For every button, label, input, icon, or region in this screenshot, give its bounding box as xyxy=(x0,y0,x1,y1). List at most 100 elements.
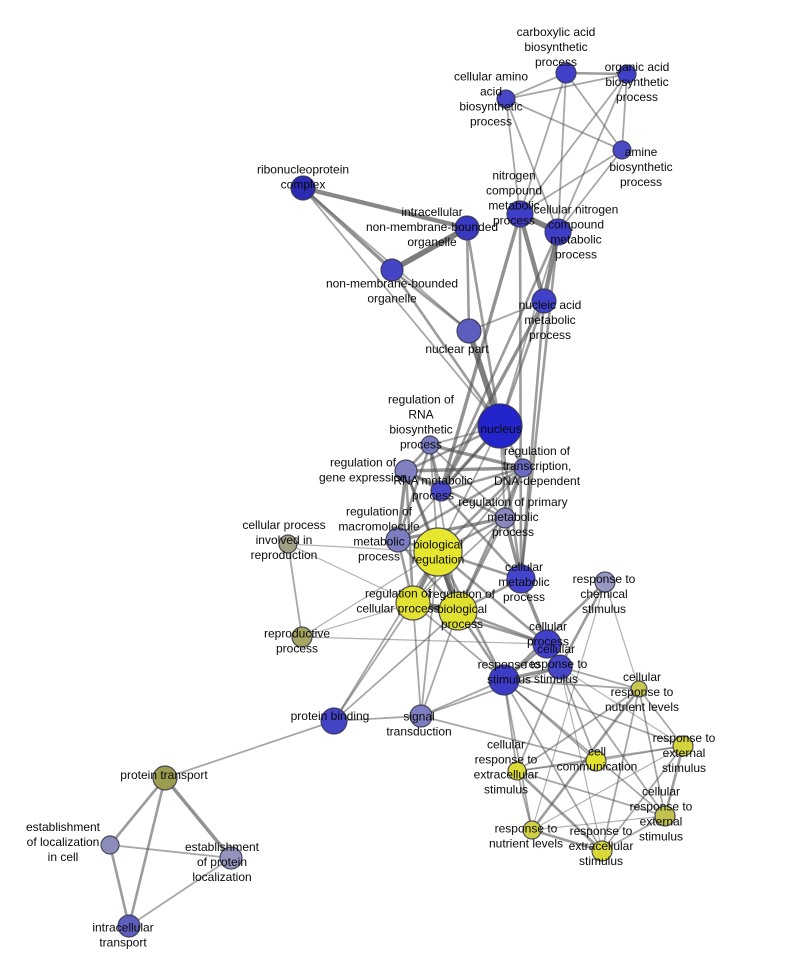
graph-edge-pb-pt xyxy=(164,720,335,779)
graph-node-caa[interactable] xyxy=(496,89,516,109)
graph-edge-cncm-rnam xyxy=(439,230,560,493)
graph-edge-ab-cncm xyxy=(557,149,623,233)
graph-edge-rcp-cp xyxy=(411,601,549,646)
graph-node-cncm[interactable] xyxy=(544,218,572,246)
graph-edge-caa-ncm xyxy=(505,98,521,215)
graph-edge-rtnl-rtecs xyxy=(530,828,604,853)
graph-node-rrb[interactable] xyxy=(420,435,440,455)
graph-edge-nmo-np xyxy=(390,268,471,333)
graph-edge-pt-it xyxy=(127,776,167,928)
graph-node-ncm[interactable] xyxy=(506,200,534,228)
graph-edge-cmp-rnam xyxy=(439,489,523,581)
graph-node-nmo[interactable] xyxy=(380,258,404,282)
graph-edge-crts-st xyxy=(420,666,561,717)
graph-edge-crts-rtecs xyxy=(559,666,603,852)
graph-node-rbp[interactable] xyxy=(438,591,478,631)
graph-node-rcs[interactable] xyxy=(594,571,616,593)
graph-edge-rtnl-rtes xyxy=(531,745,684,831)
graph-edge-rge-rpm xyxy=(404,469,507,520)
graph-node-crtes[interactable] xyxy=(654,805,676,827)
graph-edge-ncm-nam xyxy=(517,211,547,304)
graph-node-crnl[interactable] xyxy=(630,680,648,698)
graph-node-nam[interactable] xyxy=(531,288,557,314)
graph-edge-caa-ab xyxy=(505,98,623,151)
graph-edge-epl-it xyxy=(128,857,232,927)
graph-node-rnam[interactable] xyxy=(430,480,452,502)
graph-edge-crtecs-crtes xyxy=(516,770,666,817)
graph-node-epl[interactable] xyxy=(219,846,243,870)
graph-node-rtnl[interactable] xyxy=(522,820,542,840)
graph-node-rpm[interactable] xyxy=(494,507,516,529)
graph-node-pb[interactable] xyxy=(320,707,348,735)
graph-node-crts[interactable] xyxy=(547,654,573,680)
graph-edge-cab-cncm xyxy=(557,72,567,233)
graph-node-st[interactable] xyxy=(409,704,433,728)
graph-edge-rcp-pb xyxy=(333,602,414,722)
graph-edge-oab-ncm xyxy=(519,73,628,215)
graph-edge-rtecs-rtes xyxy=(601,745,684,852)
graph-edge-rp-br xyxy=(301,551,439,638)
graph-edge-inmo-nuc xyxy=(465,226,502,428)
graph-node-np[interactable] xyxy=(456,318,482,344)
graph-edge-rts-rcs xyxy=(502,580,607,682)
graph-edge-nam-cmp xyxy=(519,299,546,581)
graph-node-br[interactable] xyxy=(413,527,463,577)
graph-edge-inmo-np xyxy=(465,226,471,333)
graph-edge-rbp-pb xyxy=(333,610,459,722)
graph-edge-inmo-nmo xyxy=(389,225,470,273)
graph-edge-rcs-crnl xyxy=(604,581,640,690)
graph-edge-cab-ncm xyxy=(519,72,567,215)
graph-node-cab[interactable] xyxy=(555,62,577,84)
graph-edge-rp-rcp xyxy=(301,602,414,638)
graph-node-rp[interactable] xyxy=(291,626,313,648)
graph-edge-crnl-rtnl xyxy=(530,687,641,832)
graph-edge-cc-st xyxy=(420,715,597,762)
edge-layer xyxy=(108,71,685,928)
graph-edge-crts-crnl xyxy=(559,666,640,690)
graph-edge-crts-rtes xyxy=(559,666,684,747)
graph-edge-br-pb xyxy=(333,551,439,722)
graph-node-ab[interactable] xyxy=(612,140,632,160)
graph-edge-br-st xyxy=(420,551,439,717)
graph-node-rge[interactable] xyxy=(394,459,418,483)
graph-edge-crnl-rtecs xyxy=(601,688,640,852)
graph-node-rtd[interactable] xyxy=(513,458,533,478)
graph-node-rtes[interactable] xyxy=(672,735,694,757)
graph-edge-rtnl-crtes xyxy=(531,815,666,831)
graph-edge-crnl-rtes xyxy=(638,688,684,747)
graph-edge-rtd-rmm xyxy=(396,466,525,542)
graph-edge-cc-rtes xyxy=(595,745,684,762)
graph-node-cp[interactable] xyxy=(532,629,562,659)
graph-node-inmo[interactable] xyxy=(454,215,480,241)
graph-node-cmp[interactable] xyxy=(506,564,536,594)
graph-node-crtecs[interactable] xyxy=(507,761,527,781)
graph-edge-rtd-rnam xyxy=(439,466,525,493)
graph-node-pt[interactable] xyxy=(152,765,178,791)
graph-edge-crts-cc xyxy=(559,666,597,762)
graph-edge-cncm-cmp xyxy=(519,230,560,581)
graph-node-cc[interactable] xyxy=(585,750,607,772)
graph-node-oab[interactable] xyxy=(617,64,637,84)
graph-node-nuc[interactable] xyxy=(477,403,523,449)
graph-node-elc[interactable] xyxy=(100,835,120,855)
graph-edge-st-pb xyxy=(333,715,422,722)
graph-node-rcp[interactable] xyxy=(395,585,431,621)
graph-edge-rnp-nuc xyxy=(302,187,501,427)
graph-node-it[interactable] xyxy=(117,914,141,938)
graph-node-cpir[interactable] xyxy=(278,534,298,554)
graph-edge-elc-epl xyxy=(109,844,232,859)
graph-node-rnp[interactable] xyxy=(290,175,316,201)
graph-edge-nuc-cncm xyxy=(499,231,559,427)
graph-node-rmm[interactable] xyxy=(385,527,411,553)
graph-edge-nmo-nuc xyxy=(390,268,502,428)
graph-node-rtecs[interactable] xyxy=(591,840,613,862)
graph-edge-rnp-inmo xyxy=(300,185,470,231)
graph-edge-caa-cncm xyxy=(505,98,559,233)
graph-edge-ncm-rnam xyxy=(439,212,522,493)
graph-node-rts[interactable] xyxy=(488,664,520,696)
graph-edge-rcs-rtnl xyxy=(531,581,606,831)
